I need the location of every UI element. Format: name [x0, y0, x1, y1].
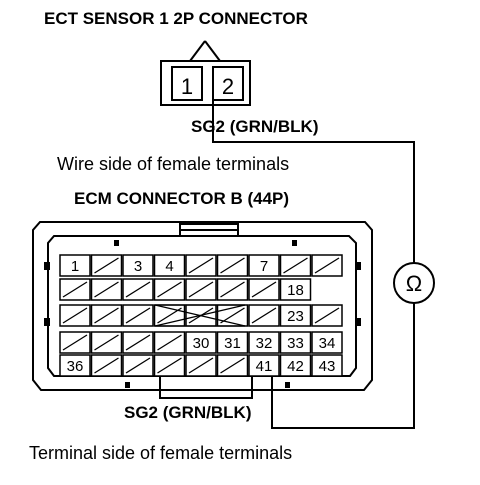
ecm-empty-terminal-mark	[188, 357, 214, 374]
terminal-side-caption: Terminal side of female terminals	[29, 443, 293, 463]
ecm-guide-rib	[125, 382, 130, 388]
ecm-empty-terminal-mark	[125, 281, 151, 298]
ecm-empty-terminal-mark	[157, 357, 182, 374]
ecm-empty-terminal-mark	[314, 307, 340, 324]
ecm-empty-terminal-mark	[283, 257, 308, 274]
ecm-terminal-cavity	[279, 278, 312, 301]
ecm-empty-terminal-mark	[94, 257, 119, 274]
ect-connector-housing	[160, 60, 251, 106]
ecm-terminal-label: 43	[319, 358, 336, 375]
ecm-empty-terminal-mark	[125, 357, 151, 374]
ect-connector-title: ECT SENSOR 1 2P CONNECTOR	[44, 9, 308, 28]
ecm-terminal-label: 30	[193, 335, 210, 352]
ecm-empty-terminal-mark	[94, 334, 119, 351]
ecm-terminal-label: 42	[287, 358, 304, 375]
ecm-terminal-label: 33	[287, 335, 304, 352]
ecm-terminal-label: 4	[165, 258, 173, 275]
ect-pin-label: 1	[181, 74, 193, 99]
ecm-terminal-cavity	[311, 331, 343, 354]
ecm-terminal-cavity	[248, 254, 280, 277]
ecm-outer-shell	[32, 221, 373, 391]
ecm-inner-shell	[47, 235, 357, 377]
ecm-terminal-label: 36	[67, 358, 84, 375]
sg2-wire-label-bottom: SG2 (GRN/BLK)	[124, 403, 252, 422]
ecm-guide-rib	[292, 240, 297, 246]
ecm-empty-terminal-mark	[314, 257, 340, 274]
ecm-empty-terminal-mark	[157, 281, 182, 298]
ecm-empty-terminal-mark	[220, 281, 245, 298]
ecm-guide-rib	[44, 318, 50, 326]
ecm-terminal-label: 3	[134, 258, 142, 275]
ect-pin-cell	[212, 66, 244, 101]
probe-wire-bottom	[271, 303, 415, 429]
ecm-terminal-label: 1	[71, 258, 79, 275]
ecm-blank-region	[155, 304, 245, 327]
ecm-terminal-label: 31	[224, 335, 241, 352]
ecm-guide-rib	[285, 382, 290, 388]
ecm-terminal-label: 7	[260, 258, 268, 275]
ecm-empty-terminal-mark	[220, 357, 245, 374]
ecm-bottom-latch	[159, 376, 253, 399]
ecm-empty-terminal-mark	[251, 307, 277, 324]
ecm-guide-rib	[114, 240, 119, 246]
ecm-terminal-cavity	[59, 354, 91, 377]
ecm-empty-terminal-mark	[94, 307, 119, 324]
ecm-terminal-label: 41	[256, 358, 273, 375]
ecm-guide-rib	[44, 262, 50, 270]
probe-wire-top	[212, 100, 415, 263]
ecm-terminal-cavity	[248, 354, 280, 377]
ecm-terminal-cavity	[216, 331, 249, 354]
ecm-empty-terminal-mark	[125, 334, 151, 351]
ecm-terminal-cavity	[279, 354, 312, 377]
ecm-guide-rib	[355, 262, 361, 270]
ecm-terminal-cavity	[185, 331, 217, 354]
ect-connector-lock-left	[189, 40, 206, 62]
ecm-empty-terminal-mark	[125, 307, 151, 324]
ohm-icon: Ω	[406, 271, 422, 296]
ecm-guide-rib	[355, 318, 361, 326]
ecm-terminal-cavity	[59, 254, 91, 277]
ecm-empty-terminal-mark	[220, 257, 245, 274]
ecm-empty-terminal-mark	[188, 281, 214, 298]
ect-pin-cell	[171, 66, 203, 101]
ecm-blank-region-cross	[154, 304, 246, 327]
ecm-terminal-label: 23	[287, 308, 304, 325]
ecm-terminal-label: 32	[256, 335, 273, 352]
ecm-connector-title: ECM CONNECTOR B (44P)	[74, 189, 290, 208]
ecm-empty-terminal-mark	[94, 357, 119, 374]
ecm-empty-terminal-mark	[188, 257, 214, 274]
ecm-empty-terminal-mark	[220, 307, 245, 324]
ecm-terminal-cavity	[279, 304, 312, 327]
ecm-terminal-cavity	[279, 331, 312, 354]
ect-pin-label: 2	[222, 74, 234, 99]
ecm-terminal-cavity	[311, 354, 343, 377]
ecm-empty-terminal-mark	[62, 281, 88, 298]
wire-side-caption: Wire side of female terminals	[57, 154, 290, 174]
ecm-terminal-label: 18	[287, 282, 304, 299]
ecm-empty-terminal-mark	[62, 334, 88, 351]
ecm-empty-terminal-mark	[251, 281, 277, 298]
ecm-terminal-cavity	[153, 254, 186, 277]
ecm-empty-terminal-mark	[157, 334, 182, 351]
ecm-terminal-cavity	[248, 331, 280, 354]
ecm-empty-terminal-mark	[94, 281, 119, 298]
ecm-terminal-cavity	[122, 254, 154, 277]
ect-connector-lock-right	[204, 40, 221, 62]
ecm-empty-terminal-mark	[62, 307, 88, 324]
ecm-terminal-label: 34	[319, 335, 336, 352]
sg2-wire-label-top: SG2 (GRN/BLK)	[191, 117, 319, 136]
